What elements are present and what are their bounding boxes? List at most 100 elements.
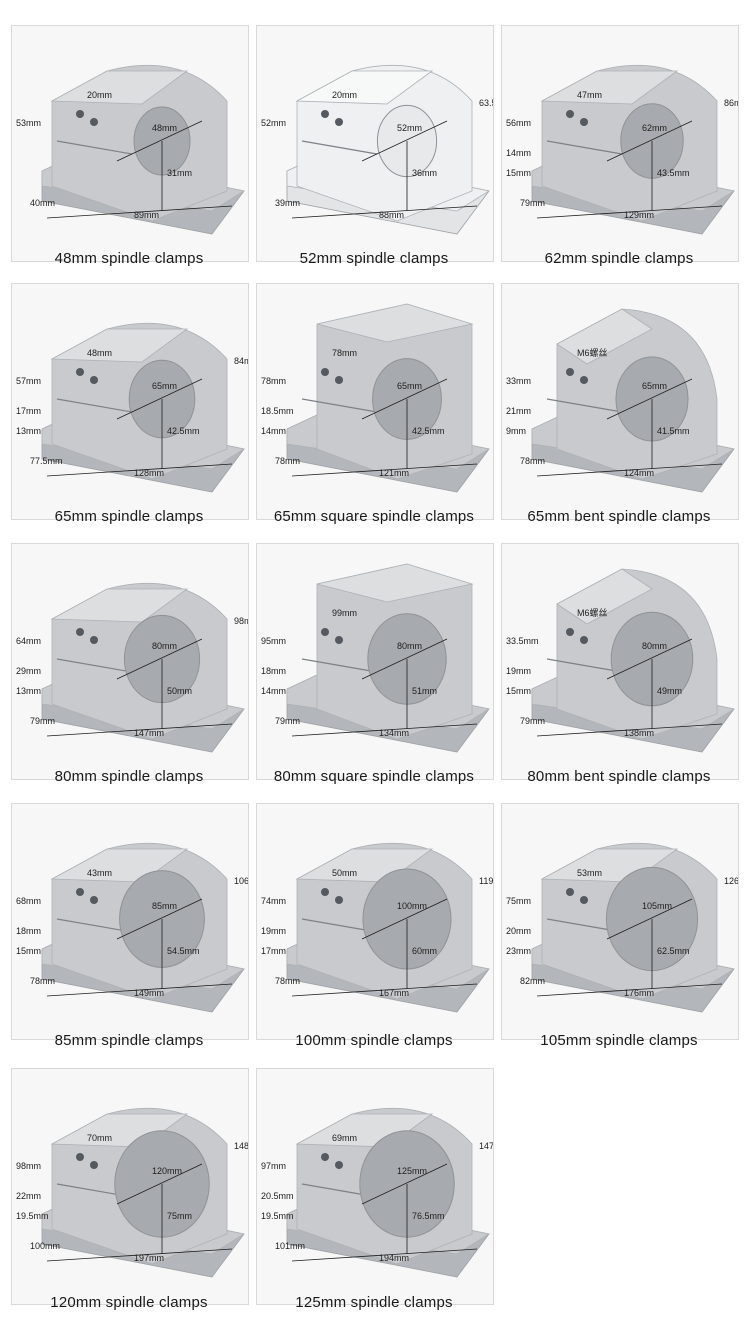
dimension-total-label: 86mm [724, 98, 738, 108]
dimension-width-label: 147mm [134, 728, 164, 738]
dimension-depth-label: 79mm [275, 716, 300, 726]
product-caption: 65mm square spindle clamps [273, 508, 475, 525]
product-caption: 100mm spindle clamps [295, 1032, 453, 1049]
spindle-clamp-illustration: 147mm79mm64mm80mm50mm98mm29mm13mm [16, 582, 248, 753]
dimension-width-label: 128mm [134, 468, 164, 478]
spindle-clamp-illustration: 128mm77.5mm57mm48mm65mm42.5mm84mm17mm13m… [16, 322, 248, 493]
dimension-height-label: 33mm [506, 376, 531, 386]
dimension-width-label: 138mm [624, 728, 654, 738]
dimension-mid-label: 18mm [16, 926, 41, 936]
dimension-height-label: 98mm [16, 1161, 41, 1171]
dimension-total-label: 119mm [479, 876, 493, 886]
dimension-depth-label: 79mm [520, 198, 545, 208]
dimension-mid-label: 19mm [261, 926, 286, 936]
clamp-image: 128mm77.5mm57mm48mm65mm42.5mm84mm17mm13m… [11, 283, 249, 520]
dimension-bore-label: 80mm [642, 641, 667, 651]
dimension-total-label: 84mm [234, 356, 248, 366]
dimension-center-label: 75mm [167, 1211, 192, 1221]
dimension-width-label: 194mm [379, 1253, 409, 1263]
dimension-base-label: 13mm [16, 426, 41, 436]
dimension-depth-label: 101mm [275, 1241, 305, 1251]
dimension-depth-label: 79mm [30, 716, 55, 726]
product-caption: 80mm square spindle clamps [273, 768, 475, 785]
dimension-bore-label: 100mm [397, 901, 427, 911]
dimension-width-label: 197mm [134, 1253, 164, 1263]
dimension-bore-label: 80mm [397, 641, 422, 651]
clamp-image: 167mm78mm74mm50mm100mm60mm119mm19mm17mm [256, 803, 494, 1040]
product-caption: 48mm spindle clamps [54, 250, 204, 267]
product-caption: 80mm spindle clamps [54, 768, 204, 785]
dimension-width-label: 176mm [624, 988, 654, 998]
dimension-center-label: 76.5mm [412, 1211, 445, 1221]
dimension-depth-label: 100mm [30, 1241, 60, 1251]
clamp-image: 197mm100mm98mm70mm120mm75mm148mm22mm19.5… [11, 1068, 249, 1305]
dimension-bore-label: 65mm [642, 381, 667, 391]
dimension-base-label: 17mm [261, 946, 286, 956]
dimension-base-label: 19.5mm [16, 1211, 49, 1221]
dimension-top-label: 20mm [87, 90, 112, 100]
dimension-height-label: 33.5mm [506, 636, 539, 646]
dimension-mid-label: 29mm [16, 666, 41, 676]
product-caption: 120mm spindle clamps [50, 1294, 208, 1311]
product-caption: 80mm bent spindle clamps [527, 768, 711, 785]
product-caption: 65mm bent spindle clamps [527, 508, 711, 525]
dimension-total-label: 126mm [724, 876, 738, 886]
dimension-depth-label: 78mm [30, 976, 55, 986]
dimension-top-label: 47mm [577, 90, 602, 100]
dimension-bore-label: 125mm [397, 1166, 427, 1176]
dimension-base-label: 13mm [16, 686, 41, 696]
spindle-clamp-illustration: 176mm82mm75mm53mm105mm62.5mm126mm20mm23m… [506, 842, 738, 1013]
spindle-clamp-illustration: 197mm100mm98mm70mm120mm75mm148mm22mm19.5… [16, 1107, 248, 1278]
dimension-center-label: 62.5mm [657, 946, 690, 956]
dimension-bore-label: 52mm [397, 123, 422, 133]
dimension-depth-label: 39mm [275, 198, 300, 208]
dimension-top-label: M6螺丝 [577, 347, 608, 358]
dimension-top-label: 99mm [332, 608, 357, 618]
dimension-height-label: 95mm [261, 636, 286, 646]
dimension-bore-label: 65mm [397, 381, 422, 391]
dimension-bore-label: 48mm [152, 123, 177, 133]
product-caption: 52mm spindle clamps [299, 250, 449, 267]
dimension-base-label: 23mm [506, 946, 531, 956]
dimension-center-label: 54.5mm [167, 946, 200, 956]
dimension-mid-label: 20.5mm [261, 1191, 294, 1201]
dimension-top-label: 20mm [332, 90, 357, 100]
dimension-base-label: 14mm [261, 426, 286, 436]
dimension-height-label: 75mm [506, 896, 531, 906]
dimension-top-label: 69mm [332, 1133, 357, 1143]
dimension-top-label: 48mm [87, 348, 112, 358]
dimension-width-label: 121mm [379, 468, 409, 478]
dimension-width-label: 89mm [134, 210, 159, 220]
dimension-height-label: 74mm [261, 896, 286, 906]
dimension-height-label: 78mm [261, 376, 286, 386]
dimension-width-label: 149mm [134, 988, 164, 998]
dimension-top-label: 78mm [332, 348, 357, 358]
dimension-center-label: 41.5mm [657, 426, 690, 436]
dimension-top-label: 50mm [332, 868, 357, 878]
clamp-image: 147mm79mm64mm80mm50mm98mm29mm13mm [11, 543, 249, 780]
dimension-total-label: 63.5mm [479, 98, 493, 108]
dimension-bore-label: 80mm [152, 641, 177, 651]
dimension-width-label: 167mm [379, 988, 409, 998]
dimension-bore-label: 85mm [152, 901, 177, 911]
dimension-width-label: 124mm [624, 468, 654, 478]
dimension-total-label: 148mm [234, 1141, 248, 1151]
dimension-mid-label: 17mm [16, 406, 41, 416]
dimension-base-label: 15mm [506, 168, 531, 178]
product-caption: 105mm spindle clamps [540, 1032, 698, 1049]
clamp-image: 194mm101mm97mm69mm125mm76.5mm147mm20.5mm… [256, 1068, 494, 1305]
dimension-mid-label: 18mm [261, 666, 286, 676]
dimension-height-label: 57mm [16, 376, 41, 386]
dimension-depth-label: 77.5mm [30, 456, 63, 466]
